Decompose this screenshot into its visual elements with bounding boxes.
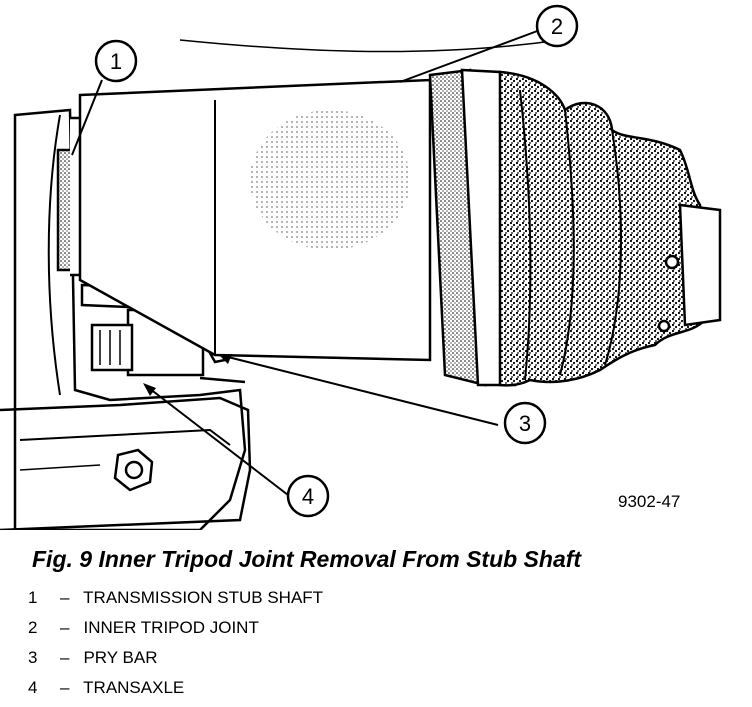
legend-dash: –	[60, 678, 70, 697]
legend-item: 4 – TRANSAXLE	[28, 677, 323, 707]
figure-caption: Fig. 9 Inner Tripod Joint Removal From S…	[32, 546, 582, 572]
legend-item: 2 – INNER TRIPOD JOINT	[28, 617, 323, 647]
leader-arrowheads	[143, 354, 232, 396]
housing-bolt	[113, 448, 154, 492]
legend-item: 1 – TRANSMISSION STUB SHAFT	[28, 587, 323, 617]
leader-2	[399, 29, 541, 83]
callout-legend: 1 – TRANSMISSION STUB SHAFT 2 – INNER TR…	[28, 587, 323, 707]
cv-boot	[498, 70, 707, 387]
legend-dash: –	[60, 618, 70, 637]
legend-item: 3 – PRY BAR	[28, 647, 323, 677]
legend-number: 3	[28, 648, 38, 667]
callout-number-3: 3	[519, 411, 531, 436]
legend-label: TRANSAXLE	[83, 678, 185, 697]
leader-lines	[71, 29, 541, 496]
legend-dash: –	[60, 588, 70, 607]
axle-shaft	[657, 203, 722, 333]
arrowhead-3	[218, 354, 232, 364]
callout-4: 4	[286, 474, 330, 518]
leader-3	[219, 354, 499, 426]
transaxle-housing	[0, 108, 252, 530]
arrowhead-4	[143, 383, 156, 396]
legend-number: 4	[28, 678, 38, 697]
callout-3: 3	[503, 401, 547, 445]
leader-4	[144, 384, 289, 496]
legend-label: PRY BAR	[83, 648, 158, 667]
callout-number-1: 1	[110, 49, 122, 74]
leader-1	[71, 79, 103, 156]
legend-number: 2	[28, 618, 38, 637]
legend-dash: –	[60, 648, 70, 667]
callout-number-4: 4	[302, 484, 314, 509]
callout-number-2: 2	[551, 14, 563, 39]
legend-label: TRANSMISSION STUB SHAFT	[83, 588, 324, 607]
legend-number: 1	[28, 588, 38, 607]
callout-2: 2	[535, 4, 579, 48]
tripod-joint-illustration: 1 2 3 4	[0, 4, 722, 530]
figure-code: 9302-47	[618, 492, 681, 511]
callout-1: 1	[94, 39, 138, 83]
tripod-joint-housing	[78, 39, 561, 362]
legend-label: INNER TRIPOD JOINT	[83, 618, 259, 637]
